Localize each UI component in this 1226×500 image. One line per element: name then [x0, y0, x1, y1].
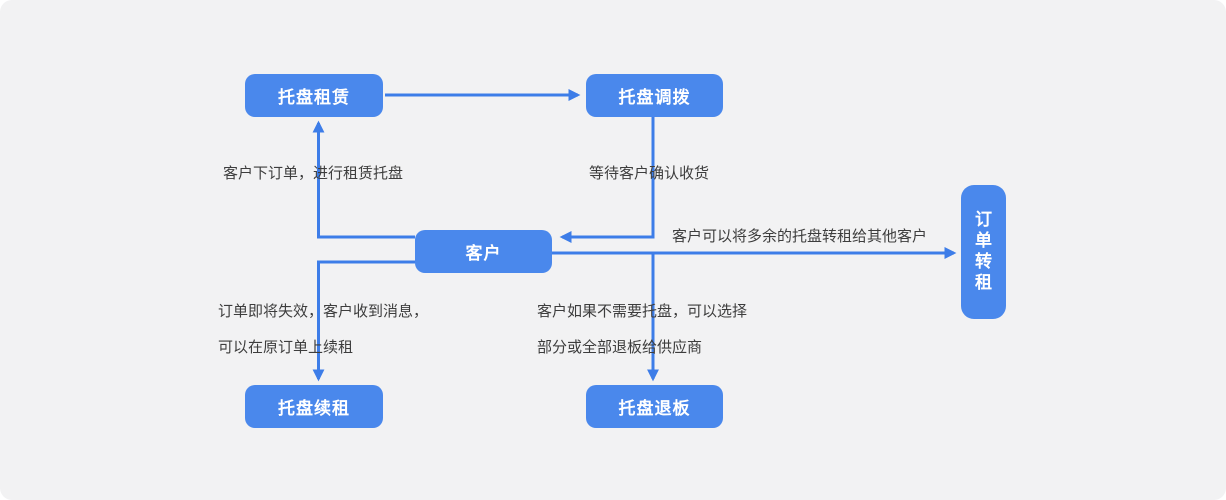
edge-transfer-to-customer [559, 117, 655, 243]
label-place-order: 客户下订单，进行租赁托盘 [223, 164, 404, 182]
node-pallet-return[interactable]: 托盘退板 [586, 385, 723, 428]
label-renew-note-line1: 订单即将失效，客户收到消息， [218, 302, 429, 320]
label-wait-confirm: 等待客户确认收货 [589, 164, 710, 182]
node-order-sublet-label: 订单转租 [974, 210, 992, 293]
node-pallet-rental[interactable]: 托盘租赁 [245, 74, 383, 117]
edge-customer-to-rental [312, 120, 415, 239]
node-order-sublet[interactable]: 订单转租 [961, 185, 1006, 319]
label-sublet-note: 客户可以将多余的托盘转租给其他客户 [672, 227, 928, 245]
node-pallet-transfer[interactable]: 托盘调拨 [586, 74, 723, 117]
node-customer[interactable]: 客户 [415, 230, 552, 273]
node-pallet-renew[interactable]: 托盘续租 [245, 385, 383, 428]
edge-customer-to-renew [312, 260, 415, 382]
label-return-note-line2: 部分或全部退板给供应商 [537, 338, 703, 356]
label-return-note-line1: 客户如果不需要托盘，可以选择 [537, 302, 748, 320]
label-renew-note-line2: 可以在原订单上续租 [218, 338, 354, 356]
